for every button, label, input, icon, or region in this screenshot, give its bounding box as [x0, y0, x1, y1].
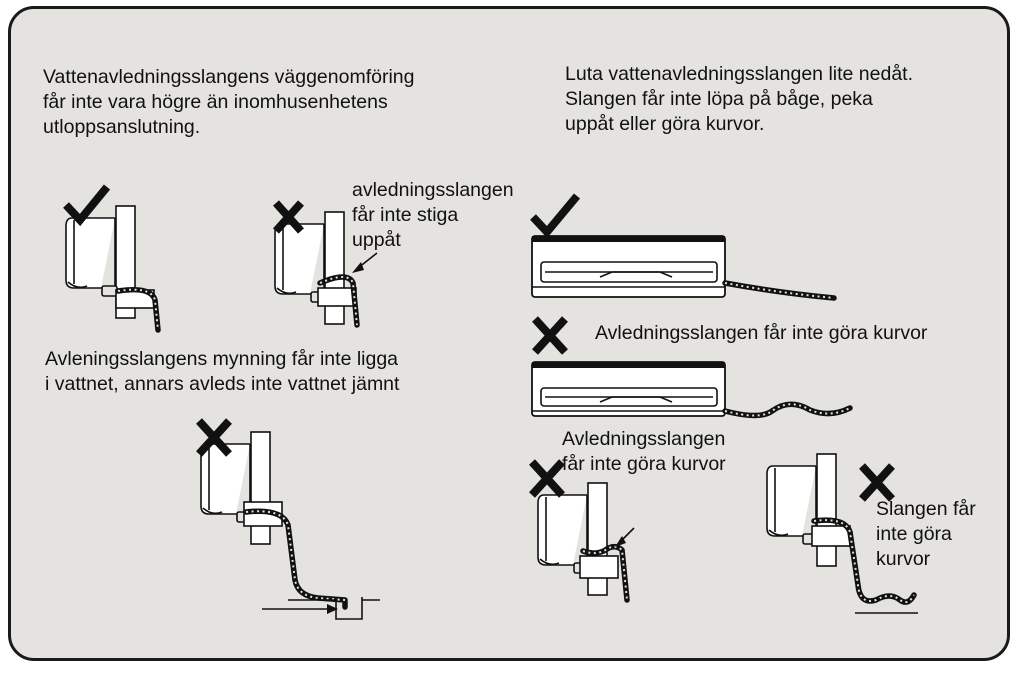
cross-mark-icon — [529, 459, 565, 498]
diagram-correct-front-view — [531, 235, 837, 301]
check-mark-icon — [63, 184, 111, 227]
slope-note: Luta vattenavledningsslangen lite nedåt.… — [565, 63, 914, 135]
diagram-incorrect-outlet-in-water — [200, 431, 380, 620]
cross-mark-icon — [196, 418, 232, 457]
rise-label: avledningsslangen får inte stiga uppåt — [352, 179, 514, 251]
cross-mark-icon — [859, 463, 895, 502]
diagram-incorrect-rising-hose — [274, 211, 378, 328]
diagram-incorrect-curled-end — [766, 453, 918, 614]
diagram-incorrect-front-view-curves — [531, 361, 853, 419]
no-curves-label-end: Slangen får inte göra kurvor — [876, 498, 976, 570]
diagram-correct-wall-pass — [65, 205, 161, 333]
water-note: Avleningsslangens mynning får inte ligga… — [45, 348, 400, 395]
instruction-panel — [8, 6, 1010, 661]
check-mark-icon — [530, 193, 581, 239]
no-curves-label-front: Avledningsslangen får inte göra kurvor — [595, 322, 928, 344]
cross-mark-icon — [273, 200, 304, 234]
no-curves-label-wall: Avledningsslangen får inte göra kurvor — [562, 428, 726, 475]
diagram-incorrect-wall-curve — [537, 482, 635, 603]
cross-mark-icon — [532, 316, 568, 355]
wall-pass-note: Vattenavledningsslangens väggenomföring … — [43, 66, 415, 138]
